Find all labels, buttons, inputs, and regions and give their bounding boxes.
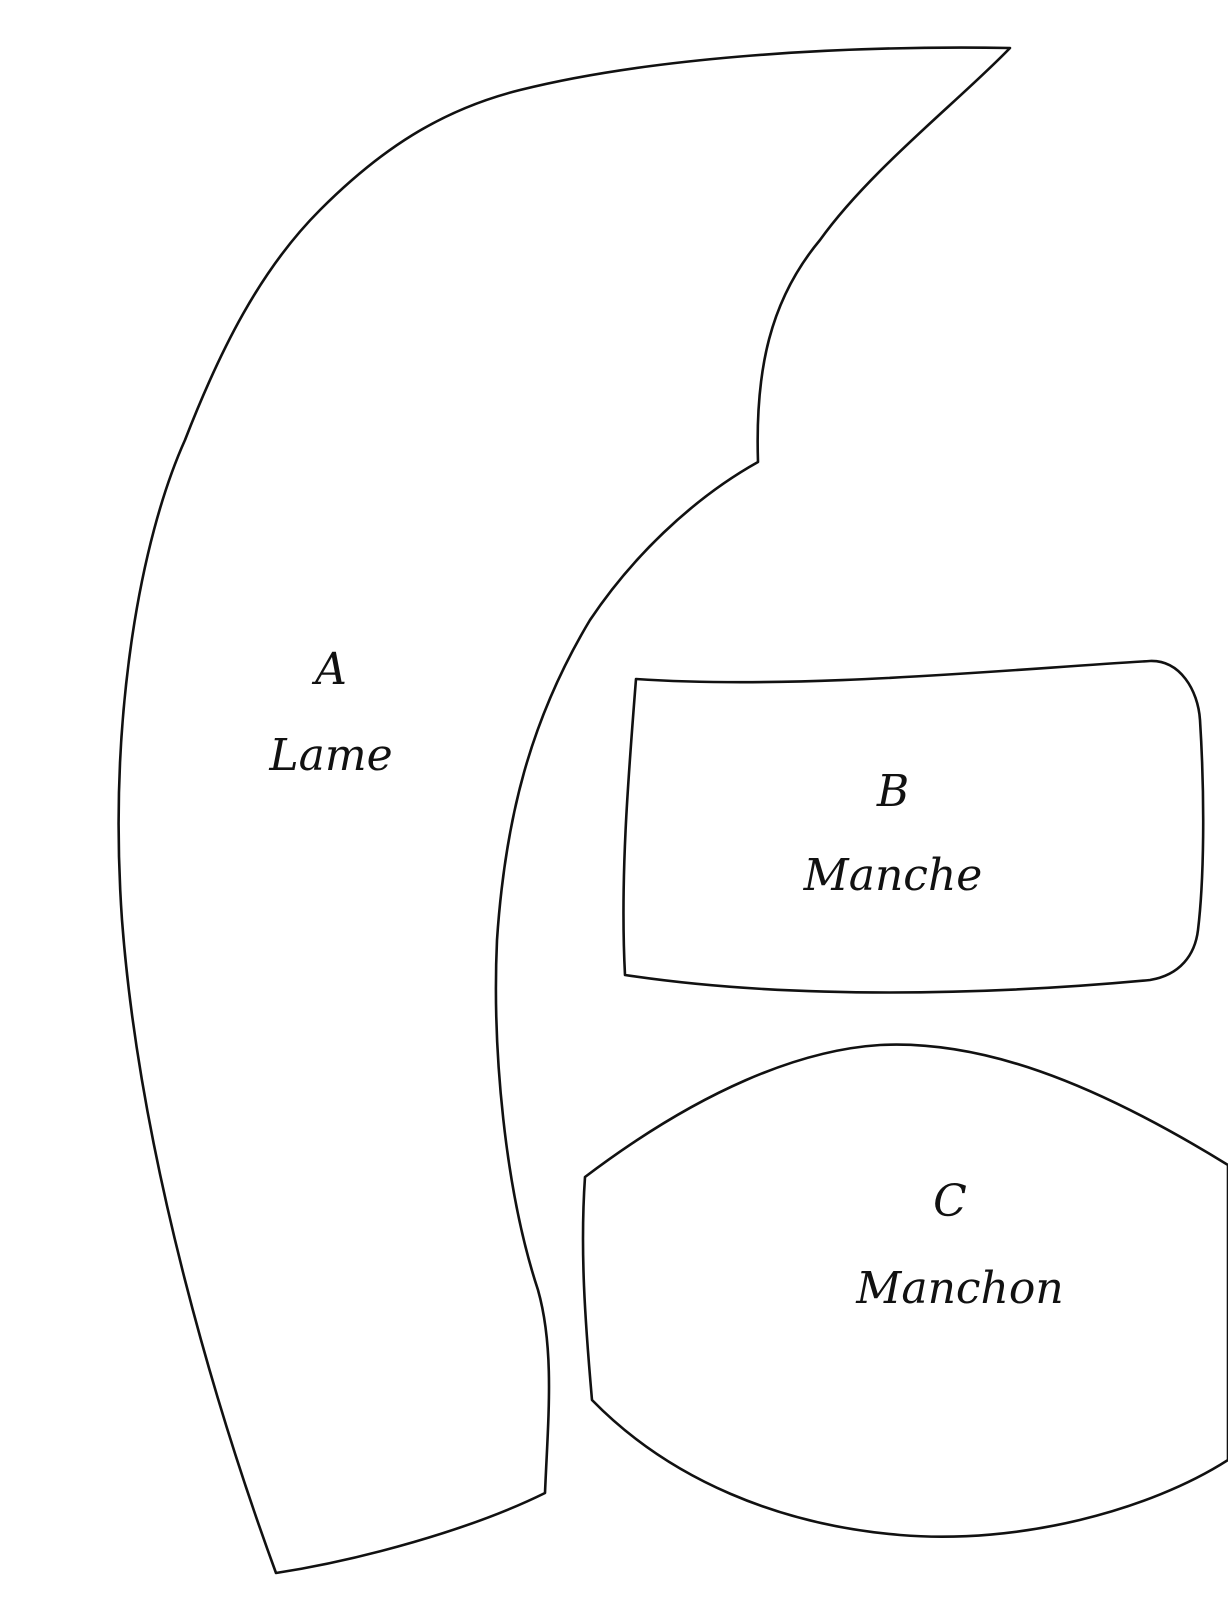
piece-c: C Manchon xyxy=(581,1043,1228,1538)
piece-b-name: Manche xyxy=(803,850,983,901)
piece-c-outline xyxy=(581,1043,1228,1538)
piece-a-name: Lame xyxy=(268,730,392,781)
piece-c-letter: C xyxy=(933,1176,967,1227)
piece-b-letter: B xyxy=(876,766,909,817)
piece-a-outline xyxy=(117,46,1012,1575)
piece-b: B Manche xyxy=(622,659,1205,994)
piece-b-outline xyxy=(622,659,1205,994)
piece-a-letter: A xyxy=(311,644,347,695)
piece-a: A Lame xyxy=(117,46,1012,1575)
piece-c-name: Manchon xyxy=(855,1263,1063,1314)
